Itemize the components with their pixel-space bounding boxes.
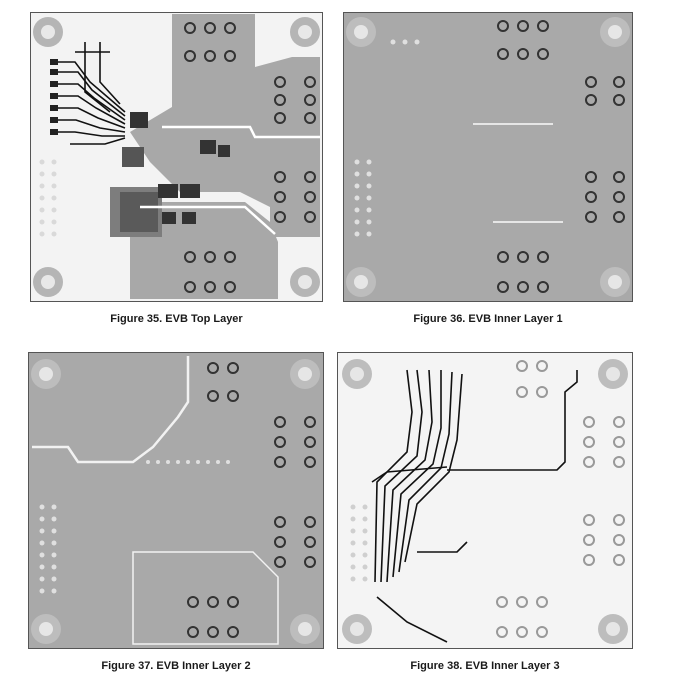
figure-35-caption: Figure 35. EVB Top Layer: [110, 313, 243, 325]
figure-36-caption: Figure 36. EVB Inner Layer 1: [413, 313, 563, 325]
figure-35-panel: [30, 12, 323, 302]
figure-37-panel: [28, 352, 324, 649]
figure-38-panel: [337, 352, 633, 649]
pcb-inner-layer-3-image: [337, 352, 633, 649]
pcb-inner-layer-2-image: [28, 352, 324, 649]
figure-37-caption: Figure 37. EVB Inner Layer 2: [101, 660, 251, 672]
pcb-top-layer-image: [30, 12, 323, 302]
figure-36-panel: [343, 12, 633, 302]
figure-38-caption: Figure 38. EVB Inner Layer 3: [410, 660, 560, 672]
pcb-inner-layer-1-image: [343, 12, 633, 302]
